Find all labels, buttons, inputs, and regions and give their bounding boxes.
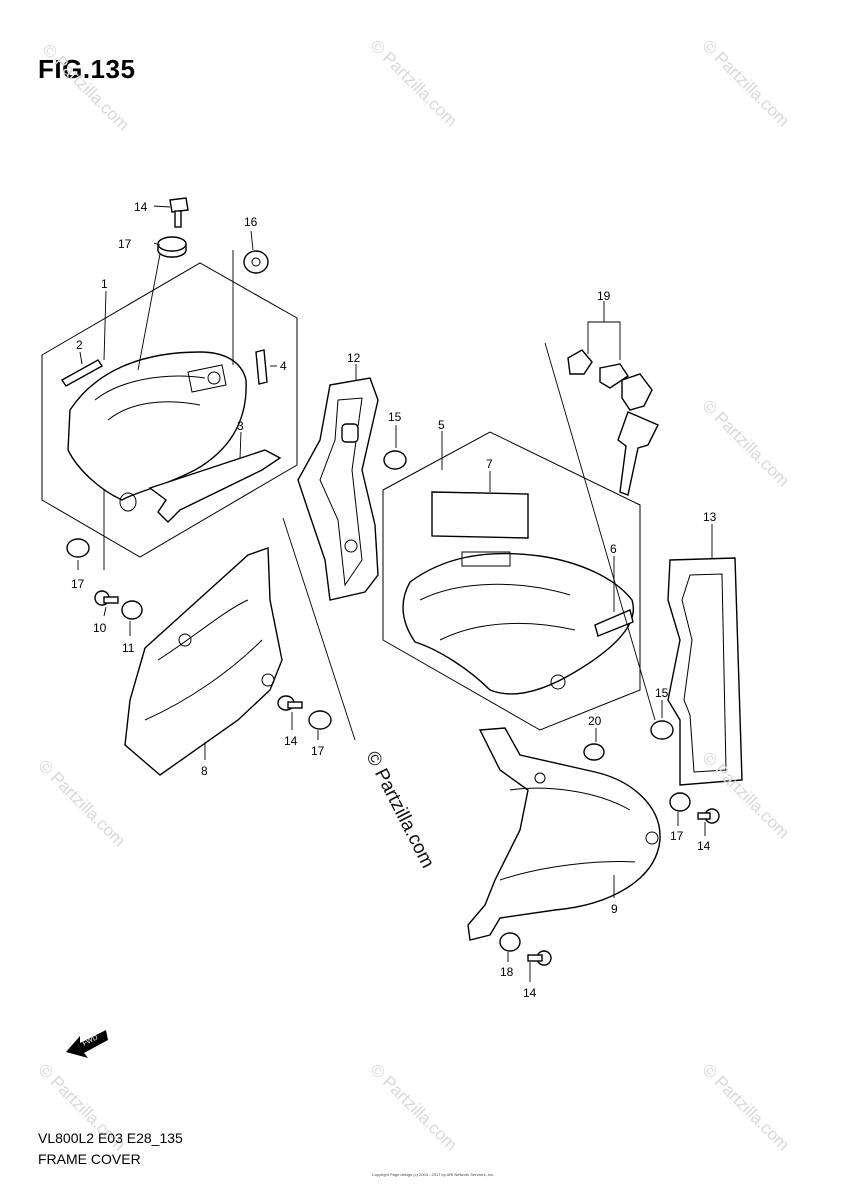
callout-15-b: 15	[655, 686, 669, 700]
callout-19: 19	[597, 289, 611, 303]
part-15-grommet-upper	[383, 450, 407, 470]
part-8-lower-cover	[124, 547, 283, 776]
figure-title: FIG.135	[38, 54, 136, 84]
callout-20: 20	[588, 714, 602, 728]
part-11-washer	[121, 600, 143, 620]
group-outline-1	[41, 262, 298, 558]
part-14-screw-top	[169, 197, 189, 228]
callout-11: 11	[122, 641, 135, 655]
part-16-grommet	[243, 250, 269, 274]
part-17-grommet-right	[669, 792, 691, 812]
part-14-screw-mid	[277, 695, 303, 711]
callout-14-c: 14	[697, 839, 711, 853]
callout-17-b: 17	[71, 577, 85, 591]
part-13-bracket	[667, 557, 743, 786]
part-18-grommet	[499, 932, 521, 952]
callout-18: 18	[500, 965, 514, 979]
outline-line-8	[282, 517, 356, 741]
group-outline-5	[382, 431, 641, 731]
part-4-pin	[255, 349, 268, 385]
model-code: VL800L2 E03 E28_135	[38, 1130, 183, 1146]
part-15-grommet-right	[650, 720, 674, 740]
callout-4: 4	[280, 359, 287, 373]
part-5-right-cover	[402, 551, 635, 695]
callout-16: 16	[244, 215, 258, 229]
callout-14-d: 14	[523, 986, 537, 1000]
outline-line-5	[544, 342, 656, 721]
callout-labels: 14 17 16 1 2 4 3 17 10 11 12 15 5 7 19 6…	[71, 200, 717, 1000]
part-10-bolt	[94, 590, 119, 606]
part-19-lock-set	[567, 349, 659, 496]
part-6-emblem	[594, 609, 634, 637]
part-17-grommet-left	[66, 538, 90, 558]
part-9-right-lower-cover	[467, 727, 661, 941]
callout-17-c: 17	[311, 744, 325, 758]
callout-1: 1	[101, 277, 108, 291]
front-arrow-icon: FWD	[66, 1030, 108, 1058]
leader-lines	[77, 205, 713, 982]
part-17-grommet-mid	[308, 710, 332, 730]
part-17-grommet-top	[157, 236, 187, 258]
copyright-notice: Copyright Page design (c) 2004 - 2017 by…	[371, 1172, 495, 1177]
callout-15-a: 15	[388, 410, 402, 424]
callout-13: 13	[703, 510, 717, 524]
callout-10: 10	[93, 621, 107, 635]
callout-6: 6	[610, 542, 617, 556]
part-1-left-cover	[67, 351, 247, 512]
callout-2: 2	[76, 338, 83, 352]
callout-5: 5	[438, 418, 445, 432]
section-name: FRAME COVER	[38, 1151, 141, 1167]
part-14-screw-right	[697, 808, 720, 824]
callout-7: 7	[486, 457, 493, 471]
callout-12: 12	[347, 351, 361, 365]
part-20-grommet	[583, 743, 605, 761]
callout-8: 8	[201, 764, 208, 778]
part-7-label	[431, 491, 529, 539]
callout-17-a: 17	[118, 237, 132, 251]
callout-14-b: 14	[284, 734, 298, 748]
callout-17-d: 17	[670, 829, 684, 843]
part-12-bracket	[297, 377, 379, 601]
callout-3: 3	[237, 419, 244, 433]
callout-9: 9	[611, 902, 618, 916]
part-14-screw-bottom	[527, 950, 552, 966]
callout-14-a: 14	[134, 200, 148, 214]
part-3-seal	[148, 449, 282, 523]
part-2-emblem	[60, 359, 104, 387]
